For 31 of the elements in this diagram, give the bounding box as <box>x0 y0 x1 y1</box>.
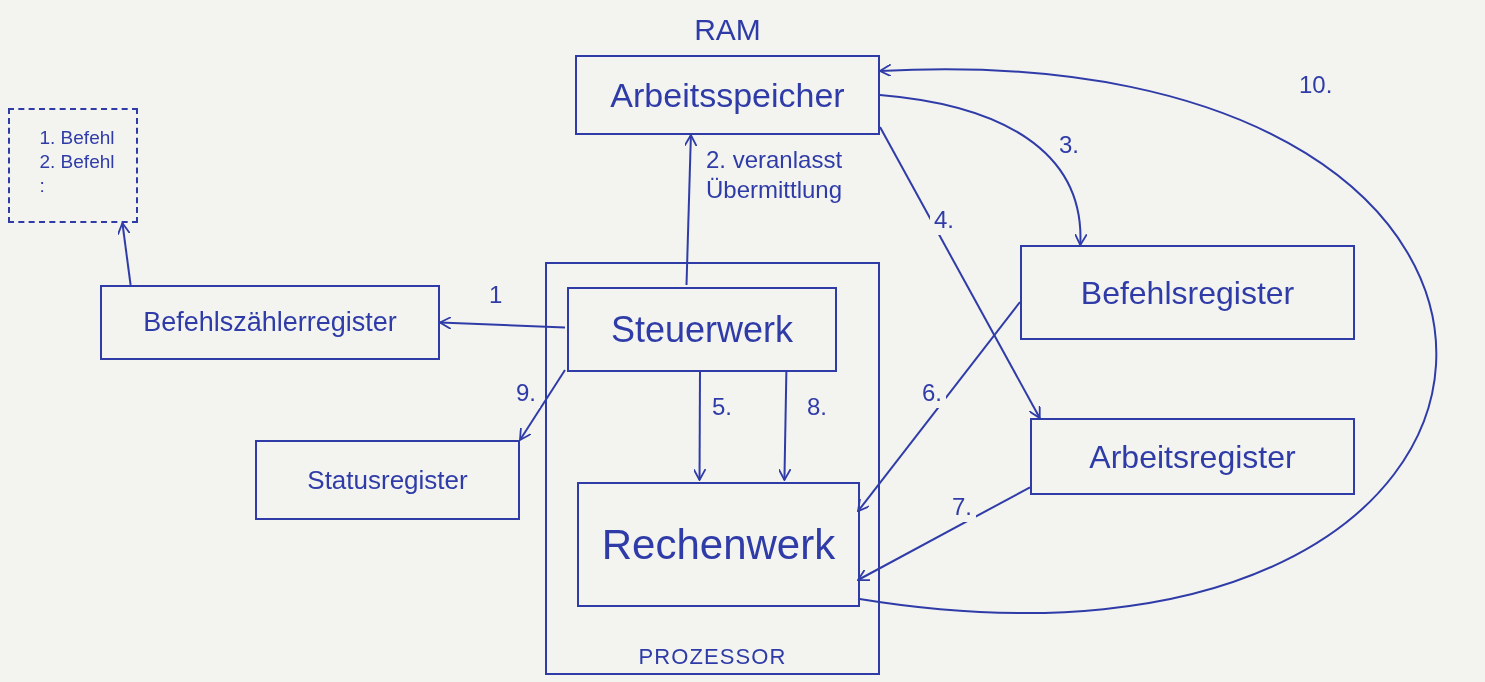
register-box <box>567 287 837 372</box>
arrow <box>879 94 1087 246</box>
arrow <box>683 134 698 286</box>
arrow <box>777 369 792 481</box>
processor-label: PROZESSOR <box>637 643 788 671</box>
node-label: Statusregister <box>307 463 468 497</box>
processor-frame <box>545 262 880 675</box>
node-label: Befehlszählerregister <box>143 306 397 340</box>
node-label: Arbeitsregister <box>1089 437 1296 477</box>
list-entry: 1. Befehl <box>39 126 115 150</box>
memory-list-box <box>8 108 138 223</box>
memory-heading: RAM <box>693 12 762 48</box>
arrow <box>117 222 132 286</box>
arrow <box>879 126 1041 419</box>
register-box <box>1020 245 1355 340</box>
arrow <box>692 369 707 481</box>
node-label: Arbeitsspeicher <box>610 74 845 116</box>
list-entry: 2. Befehl <box>39 149 115 174</box>
register-box <box>255 440 520 520</box>
register-box <box>1030 418 1355 495</box>
arrow <box>857 486 1031 581</box>
list-entry: : <box>39 173 45 198</box>
arrow <box>519 369 566 441</box>
node-label: Rechenwerk <box>601 520 836 570</box>
arrow <box>857 301 1021 513</box>
arrow <box>857 64 1437 615</box>
node-label: Befehlsregister <box>1080 273 1295 313</box>
node-label: Steuerwerk <box>610 307 794 352</box>
arrow <box>439 316 566 330</box>
register-box <box>577 482 860 607</box>
register-box <box>100 285 440 360</box>
